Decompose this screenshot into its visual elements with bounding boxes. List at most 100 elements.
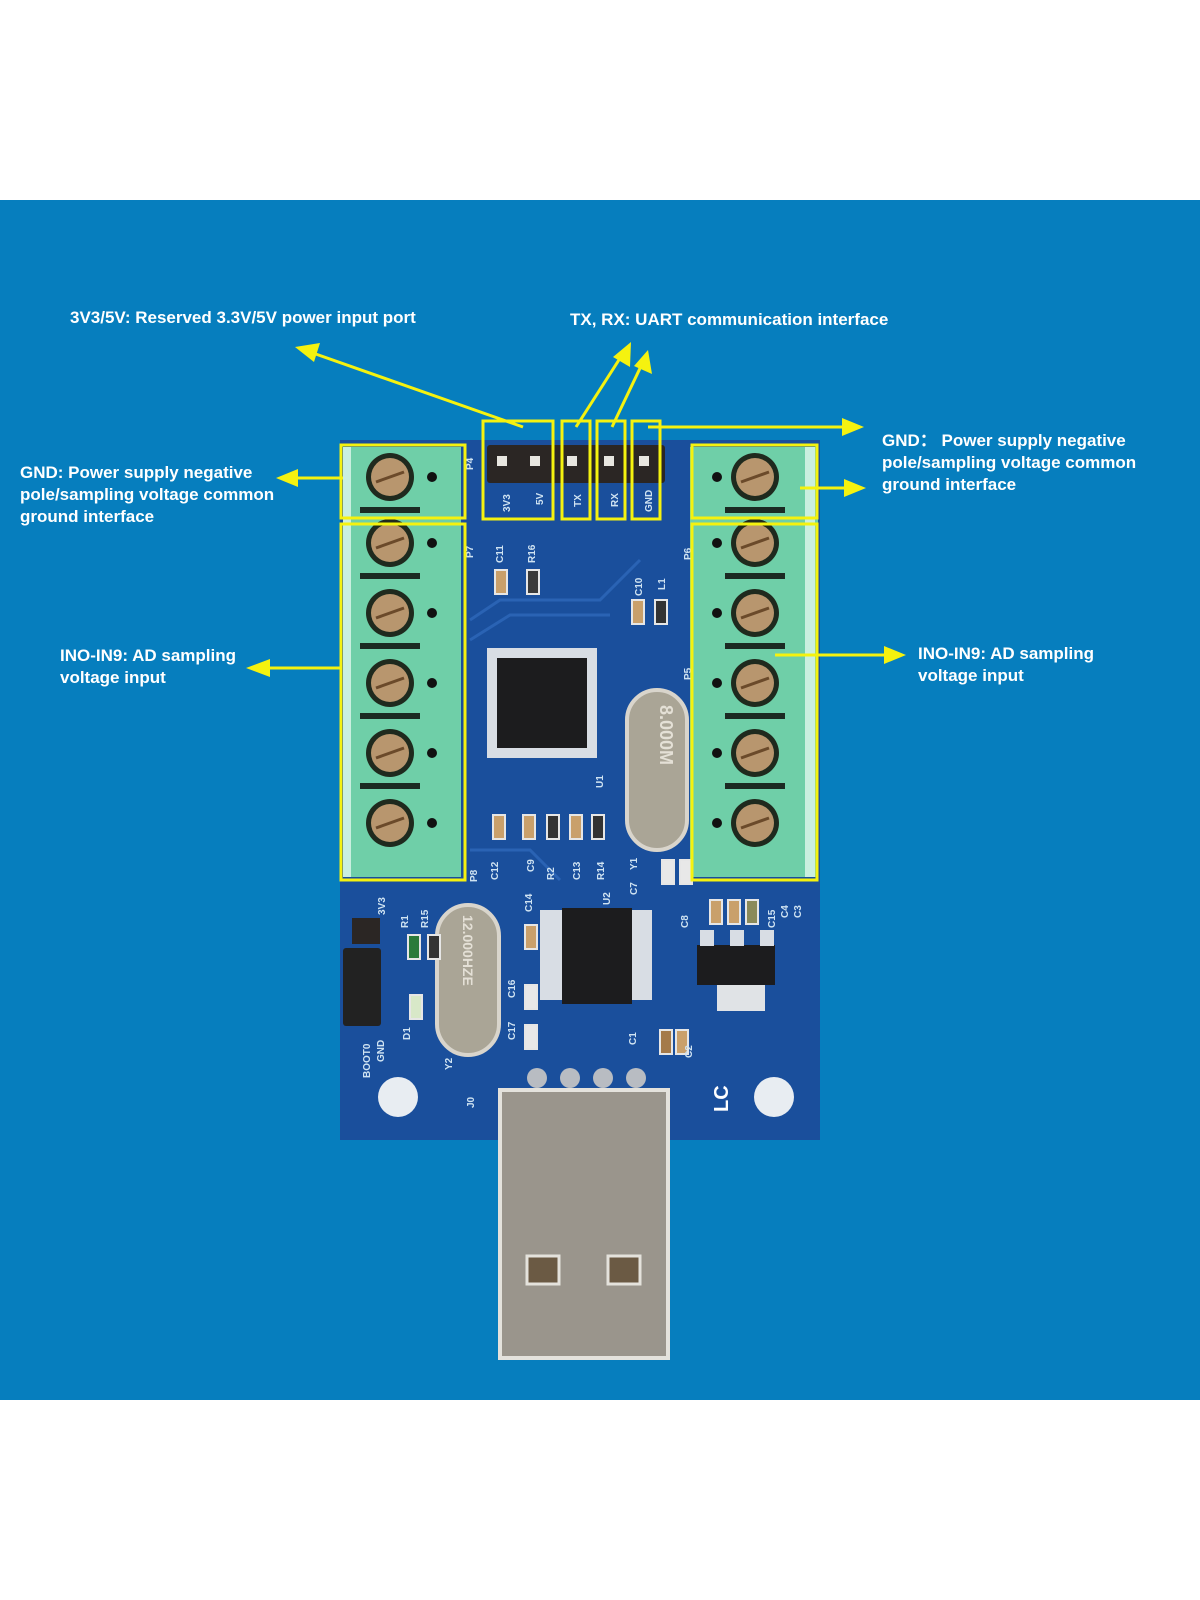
header-pin-tx bbox=[567, 456, 577, 466]
mounting-hole-right bbox=[754, 1077, 794, 1117]
screw-slot bbox=[740, 470, 770, 484]
u2-body bbox=[562, 908, 632, 1004]
terminal-wire-hole bbox=[427, 472, 437, 482]
terminal-block-right bbox=[690, 447, 818, 877]
terminal-wire-hole bbox=[712, 608, 722, 618]
highlight-gnd-right bbox=[690, 443, 819, 520]
silk-c15: C15 bbox=[767, 909, 778, 928]
silk-c2: C2 bbox=[684, 1045, 695, 1058]
arrowhead-adc-right bbox=[884, 646, 906, 664]
annotation-adc-left: INO-IN9: AD sampling voltage input bbox=[60, 646, 236, 687]
silk-u2: U2 bbox=[602, 892, 613, 905]
smd-component bbox=[654, 599, 668, 625]
terminal-wire-hole bbox=[712, 538, 722, 548]
terminal-separator bbox=[360, 713, 420, 719]
silk-boot0: BOOT0 bbox=[362, 1043, 373, 1078]
screw-slot bbox=[740, 536, 770, 550]
screw-slot bbox=[740, 676, 770, 690]
silk-c12: C12 bbox=[490, 861, 501, 880]
silk-p8: P8 bbox=[469, 869, 480, 882]
crystal-y2-body bbox=[435, 903, 501, 1057]
boot-jumper bbox=[343, 918, 381, 1026]
usb-slot-left bbox=[525, 1254, 561, 1286]
screw-slot bbox=[375, 676, 405, 690]
smd-component bbox=[427, 934, 441, 960]
smd-component bbox=[492, 814, 506, 840]
regulator-pin bbox=[700, 930, 714, 946]
terminal-wire-hole bbox=[427, 608, 437, 618]
arrowhead-gnd-right bbox=[844, 479, 866, 497]
highlight-gnd-left bbox=[339, 443, 467, 520]
mcu-body bbox=[497, 658, 587, 748]
annotation-gnd-right: GND： Power supply negative pole/sampling… bbox=[882, 431, 1137, 494]
silk-gnd-boot: GND bbox=[376, 1040, 387, 1062]
smd-component bbox=[524, 984, 538, 1010]
terminal-separator bbox=[725, 573, 785, 579]
smd-component bbox=[569, 814, 583, 840]
smd-component bbox=[631, 599, 645, 625]
smd-component bbox=[679, 859, 693, 885]
highlight-power-pins bbox=[481, 419, 555, 521]
highlight-adc-left bbox=[339, 522, 467, 882]
terminal-edge bbox=[805, 447, 815, 877]
silk-c17: C17 bbox=[507, 1021, 518, 1040]
silk-c11: C11 bbox=[495, 545, 506, 563]
arrowhead-rx bbox=[634, 350, 652, 374]
silk-lc-logo: LC bbox=[711, 1085, 733, 1112]
highlight-tx-pin bbox=[560, 419, 592, 521]
silk-pin-gnd: GND bbox=[644, 490, 655, 512]
arrowhead-tx bbox=[613, 342, 631, 367]
silk-p5: P5 bbox=[683, 667, 694, 680]
usb-shell bbox=[498, 1088, 670, 1360]
highlight-overlay bbox=[260, 350, 890, 882]
smd-component bbox=[546, 814, 560, 840]
silk-y2: Y2 bbox=[444, 1057, 455, 1070]
silk-c1: C1 bbox=[628, 1032, 639, 1045]
silk-c9: C9 bbox=[526, 859, 537, 872]
arrowhead-gnd-top bbox=[842, 418, 864, 436]
annotation-power-port: 3V3/5V: Reserved 3.3V/5V power input por… bbox=[70, 308, 416, 327]
screw-slot bbox=[375, 746, 405, 760]
silk-pin-5v: 5V bbox=[535, 492, 546, 505]
annotation-adc-right: INO-IN9: AD sampling voltage input bbox=[918, 644, 1094, 685]
smd-component bbox=[407, 934, 421, 960]
screw-slot bbox=[740, 606, 770, 620]
silk-r1: R1 bbox=[400, 915, 411, 928]
terminal-edge bbox=[343, 447, 351, 877]
regulator-tab bbox=[717, 985, 765, 1011]
terminal-separator bbox=[725, 713, 785, 719]
silk-r14: R14 bbox=[596, 861, 607, 880]
smd-component bbox=[522, 814, 536, 840]
usb-pin-solder bbox=[626, 1068, 646, 1088]
voltage-regulator bbox=[697, 930, 775, 1011]
header-pin-rx bbox=[604, 456, 614, 466]
silk-pin-3v3: 3V3 bbox=[502, 494, 513, 512]
arrow-tx-line bbox=[574, 351, 626, 428]
arrowhead-adc-left bbox=[246, 659, 270, 677]
silk-j0: J0 bbox=[466, 1096, 477, 1108]
silk-header-ref: P4 bbox=[465, 457, 476, 470]
terminal-wire-hole bbox=[427, 818, 437, 828]
highlight-rx-pin bbox=[595, 419, 627, 521]
terminal-separator bbox=[360, 643, 420, 649]
silk-p6: P6 bbox=[683, 547, 694, 560]
smd-component bbox=[659, 1029, 673, 1055]
header-pin-3v3 bbox=[497, 456, 507, 466]
crystal-y2: 12.000HZE bbox=[435, 903, 501, 1057]
silk-3v3-boot: 3V3 bbox=[377, 897, 388, 915]
usb-pin-solder bbox=[527, 1068, 547, 1088]
silk-c13: C13 bbox=[572, 861, 583, 880]
silk-pin-rx: RX bbox=[610, 493, 621, 507]
silk-y1: Y1 bbox=[629, 857, 640, 870]
regulator-pin bbox=[730, 930, 744, 946]
smd-components bbox=[407, 569, 759, 1055]
silk-c14: C14 bbox=[524, 893, 535, 912]
smd-component bbox=[661, 859, 675, 885]
screw-slot bbox=[375, 536, 405, 550]
terminal-separator bbox=[360, 573, 420, 579]
silk-c10: C10 bbox=[634, 577, 645, 596]
silk-c16: C16 bbox=[507, 979, 518, 998]
terminal-wire-hole bbox=[712, 678, 722, 688]
arrow-power-line bbox=[309, 350, 524, 429]
